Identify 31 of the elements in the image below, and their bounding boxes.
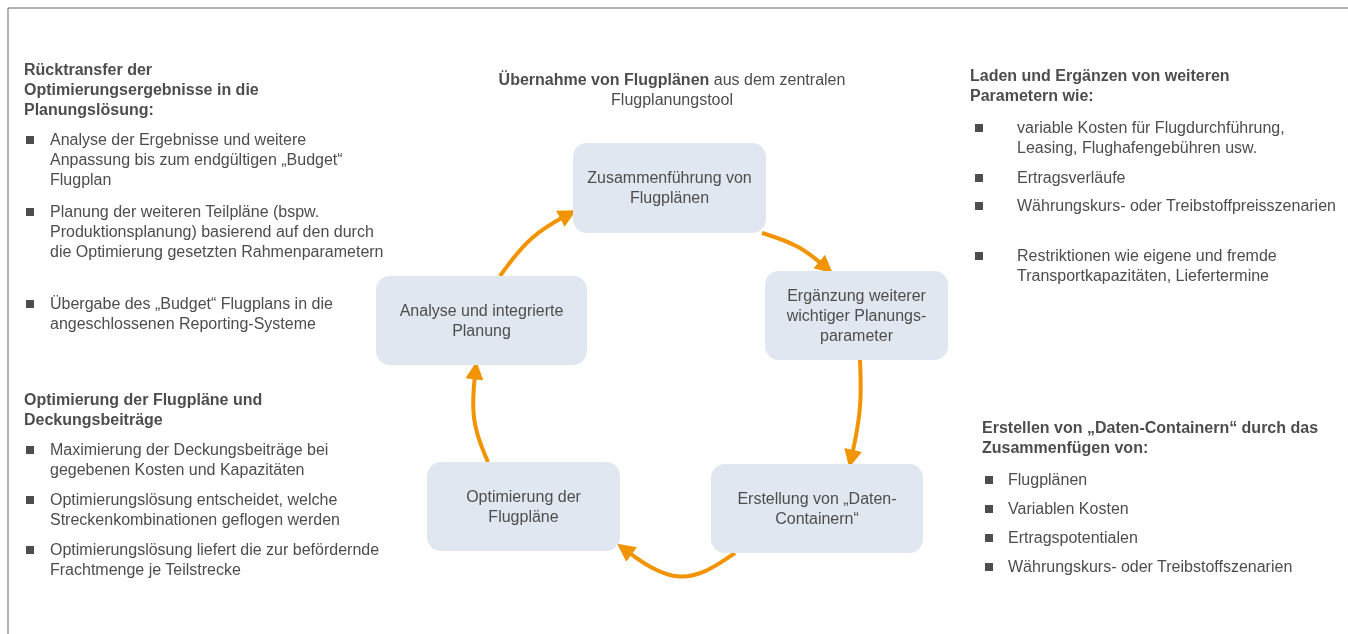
- box-label: Ergänzung weiterer wichtiger Planungs-parameter: [785, 285, 928, 346]
- box-label: Optimierung der Flugpläne: [465, 486, 582, 527]
- process-box: [427, 462, 620, 551]
- section-heading: Rücktransfer der Optimierungsergebnisse in die Planungslösung:: [24, 60, 260, 120]
- section-heading: Optimierung der Flugpläne und Deckungsbeiträge: [24, 390, 264, 430]
- bullet-text: Flugplänen: [1008, 470, 1089, 490]
- bullet-text: Ertragspotentialen: [1008, 528, 1139, 548]
- bullet-text: Übergabe des „Budget“ Flugplans in die angeschlossenen Reporting-Systeme: [50, 294, 334, 334]
- section-heading: Erstellen von „Daten-Containern“ durch das Zusammenfügen von:: [982, 418, 1320, 458]
- box-label: Zusammenführung von Flugplänen: [586, 168, 753, 208]
- source-note: Übernahme von Flugplänen aus dem zentralen Flugplanungstool: [497, 70, 847, 110]
- process-box: [573, 143, 766, 233]
- bullet-text: Ertragsverläufe: [1017, 168, 1127, 188]
- cycle-arrow: [761, 231, 833, 274]
- cycle-arrow: [617, 543, 737, 579]
- bullet-text: Restriktionen wie eigene und fremde Transportkapazitäten, Liefertermine: [1017, 246, 1278, 286]
- section-heading: Laden und Ergänzen von weiteren Parametern wie:: [970, 66, 1231, 106]
- bullet-text: Optimierungslösung liefert die zur befördernde Frachtmenge je Teilstrecke: [50, 540, 381, 580]
- box-label: Erstellung von „Daten-Containern“: [736, 488, 898, 529]
- bullet-text: Analyse der Ergebnisse und weitere Anpassung bis zum endgültigen „Budget“ Flugplan: [50, 130, 344, 190]
- box-label: Analyse und integrierte Planung: [398, 300, 565, 341]
- process-box: [376, 276, 587, 365]
- bullet-text: Maximierung der Deckungsbeiträge bei gegebenen Kosten und Kapazitäten: [50, 440, 330, 480]
- bullet-text: Währungskurs- oder Treibstoffszenarien: [1008, 557, 1294, 577]
- bullet-text: Variablen Kosten: [1008, 499, 1130, 519]
- process-box: [711, 464, 923, 553]
- bullet-text: Planung der weiteren Teilpläne (bspw. Produktionsplanung) basierend auf den durch die Optimierung gesetzten Rahmenparametern: [50, 202, 385, 262]
- bullet-text: Währungskurs- oder Treibstoffpreisszenarien: [1017, 196, 1337, 216]
- bullet-text: variable Kosten für Flugdurchführung, Leasing, Flughafengebühren usw.: [1017, 118, 1286, 158]
- process-box: [765, 271, 948, 360]
- bullet-text: Optimierungslösung entscheidet, welche Streckenkombinationen geflogen werden: [50, 490, 341, 530]
